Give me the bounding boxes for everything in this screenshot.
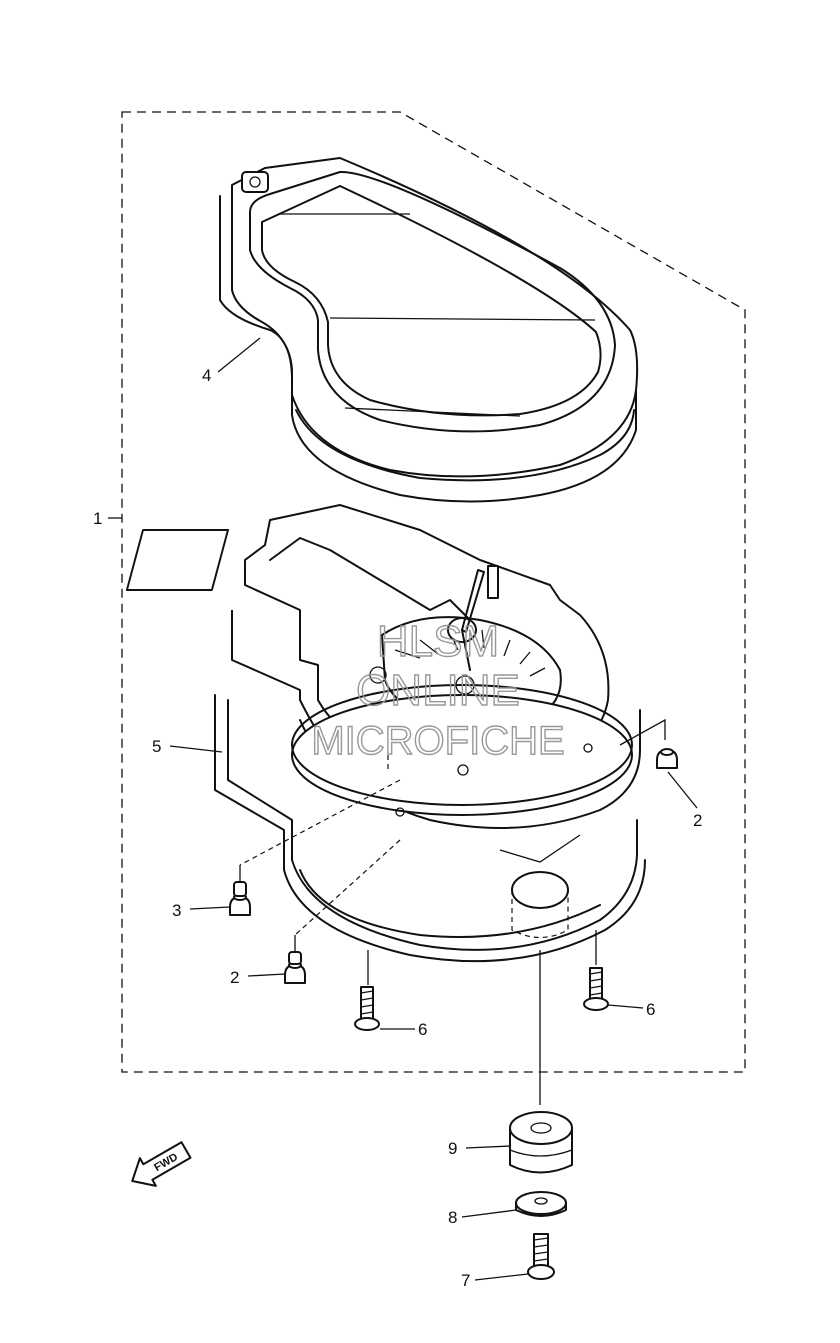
part-8-washer [515, 1191, 567, 1217]
callout-6-left: 6 [418, 1020, 427, 1039]
callout-7: 7 [461, 1271, 470, 1290]
watermark: HLSM ONLINE MICROFICHE [311, 616, 566, 763]
part-6-screw-right [583, 967, 609, 1011]
part-9-damper [509, 1111, 573, 1174]
part-7-bolt [527, 1233, 555, 1280]
callout-5: 5 [152, 737, 161, 756]
part-2-grommet-right [656, 748, 678, 769]
leader-lines [108, 337, 698, 1281]
part-2-grommet-left [284, 951, 306, 984]
callout-2-left: 2 [230, 968, 239, 987]
part-4-meter-cover [219, 157, 639, 503]
callout-6-right: 6 [646, 1000, 655, 1019]
callout-2-right: 2 [693, 811, 702, 830]
watermark-line2: ONLINE [356, 666, 520, 715]
connector-lines [239, 718, 666, 1105]
watermark-line1: HLSM [377, 617, 499, 666]
part-5-meter-assembly [125, 504, 641, 829]
callout-1: 1 [93, 509, 102, 528]
callout-4: 4 [202, 366, 211, 385]
part-3-grommet [229, 881, 251, 916]
callout-9: 9 [448, 1139, 457, 1158]
fwd-direction-arrow: FWD [131, 1141, 192, 1187]
watermark-line3: MICROFICHE [311, 719, 564, 763]
callout-8: 8 [448, 1208, 457, 1227]
meter-lower-case [214, 694, 646, 963]
callout-labels: 1 4 5 2 3 2 6 6 9 8 7 [93, 366, 702, 1290]
arrow-up-left-icon [131, 1141, 192, 1187]
part-6-screw-left [354, 986, 380, 1031]
callout-3: 3 [172, 901, 181, 920]
assembly-boundary [121, 111, 746, 1073]
